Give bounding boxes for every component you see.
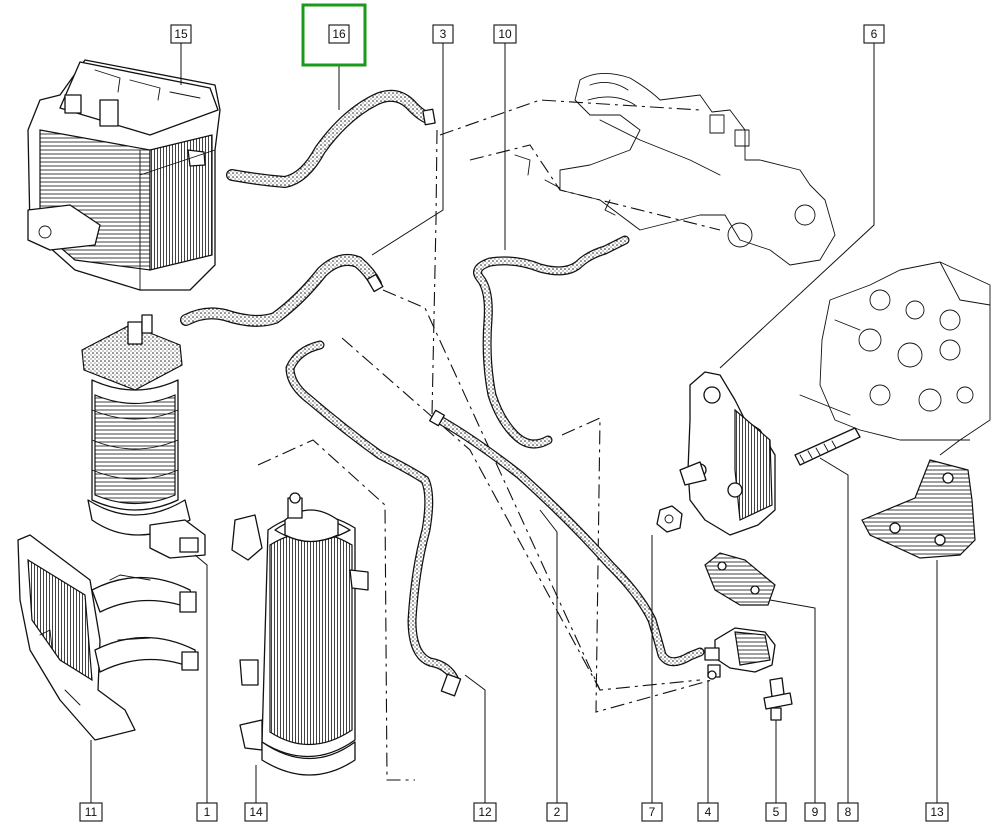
callout-2: 2 [546, 802, 568, 822]
dash-dot-lines [257, 99, 721, 781]
callout-15: 15 [170, 24, 192, 44]
part-8-stud [794, 427, 861, 466]
callout-7: 7 [641, 802, 663, 822]
callouts: 15 16 3 10 6 11 1 14 [79, 3, 949, 822]
callout-14-label: 14 [249, 805, 263, 819]
callout-13: 13 [925, 802, 949, 822]
callout-4: 4 [697, 802, 719, 822]
part-6-bracket [679, 371, 776, 536]
callout-3-label: 3 [440, 27, 447, 41]
callout-14: 14 [244, 802, 268, 822]
callout-6-label: 6 [871, 27, 878, 41]
callout-3: 3 [432, 24, 454, 44]
callout-9: 9 [804, 802, 826, 822]
callout-1: 1 [196, 802, 218, 822]
engine-block-outline [799, 261, 991, 441]
callout-8: 8 [837, 802, 859, 822]
callout-11-label: 11 [85, 805, 98, 819]
callout-15-label: 15 [174, 27, 188, 41]
callout-12: 12 [473, 802, 497, 822]
part-14-canister [231, 492, 369, 776]
part-11-filter-bracket [17, 534, 199, 741]
callout-11: 11 [79, 802, 103, 822]
callout-5-label: 5 [773, 805, 780, 819]
part-4-solenoid-valve [704, 627, 776, 680]
part-15-canister-housing [27, 59, 221, 291]
callout-12-label: 12 [478, 805, 492, 819]
part-5-bolt [763, 677, 793, 721]
highlight-frame [301, 3, 367, 67]
part-7-nut [656, 505, 683, 533]
callout-6: 6 [863, 24, 885, 44]
callout-16-label: 16 [332, 27, 346, 41]
callout-9-label: 9 [812, 805, 819, 819]
part-1-fuel-filter [81, 314, 206, 559]
callout-2-label: 2 [554, 805, 561, 819]
callout-1-label: 1 [204, 805, 211, 819]
callout-4-label: 4 [705, 805, 712, 819]
part-9-plate [704, 552, 776, 606]
callout-5: 5 [765, 802, 787, 822]
callout-7-label: 7 [649, 805, 656, 819]
callout-10-label: 10 [498, 27, 512, 41]
hoses [180, 89, 705, 697]
leader-lines [90, 43, 938, 803]
callout-8-label: 8 [845, 805, 852, 819]
part-13-bracket [861, 439, 976, 559]
callout-10: 10 [493, 24, 517, 44]
callout-13-label: 13 [930, 805, 944, 819]
callout-16: 16 [301, 3, 367, 67]
intake-manifold-outline [514, 73, 836, 266]
